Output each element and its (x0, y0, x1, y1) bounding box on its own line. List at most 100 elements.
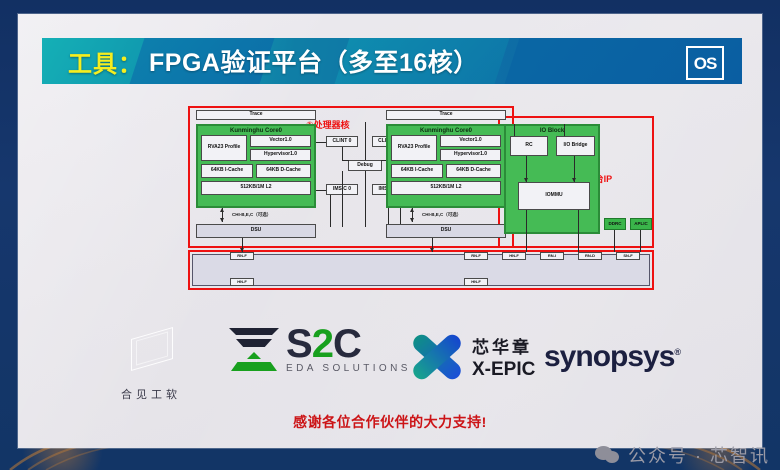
s2c-bar-3 (247, 352, 261, 359)
icache-right: 64KB I-Cache (391, 164, 443, 178)
clint-0: CLINT 0 (326, 136, 358, 147)
huajian-icon (120, 314, 182, 382)
logo-synopsys: synopsys® (544, 340, 681, 374)
dcache-right: 64KB D-Cache (446, 164, 501, 178)
wire-rc-iommu (526, 156, 527, 182)
synopsys-trademark: ® (674, 347, 681, 357)
xepic-wordmark: 芯华章 X-EPIC (472, 333, 535, 381)
chi-label-left: CHI-B,E,C（可选） (232, 212, 272, 217)
core-right-title: Kunminghu Core0 (420, 128, 472, 134)
wire-dsu-right-noc (432, 238, 433, 252)
wire-debug-down-left (342, 171, 343, 227)
dsu-right: DSU (386, 224, 506, 238)
core-left-title: Kunminghu Core0 (230, 128, 282, 134)
wire-ddrc-noc (614, 230, 615, 252)
s2c-bar-4 (231, 362, 277, 371)
annotation-processor-cores: ①处理器核 (306, 120, 350, 130)
xepic-name-cn: 芯华章 (472, 338, 532, 357)
presentation-slide: 工具： FPGA验证平台（多至16核） OS BOSC ①处理器核 ③平台IP … (18, 14, 762, 448)
bosc-logo-mark: OS (686, 46, 724, 80)
huajian-label: 合见工软 (121, 389, 181, 401)
dcache-left: 64KB D-Cache (256, 164, 311, 178)
noc-node-rn-f-left: RN-F (230, 252, 254, 260)
connector-l2-dsu-right (412, 208, 413, 222)
wire-imsic0-down (330, 195, 331, 227)
arrow-bridge-iommu (572, 178, 576, 182)
wire-clint0-debug (342, 147, 343, 160)
wire-core-clint0 (316, 142, 326, 143)
dsu-left: DSU (196, 224, 316, 238)
noc-node-rn-i-r3: RN-I (540, 252, 564, 260)
watermark-text: 公众号 · 芯智讯 (628, 446, 770, 466)
wire-io-top-1 (514, 124, 515, 136)
arrow-up-l2-left (220, 208, 224, 212)
connector-l2-dsu-left (222, 208, 223, 222)
synopsys-name: synopsys® (544, 340, 681, 374)
watermark: 公众号 · 芯智讯 (595, 442, 770, 468)
s2c-letter-s: S (286, 322, 313, 366)
logo-huajian: 合见工软 (120, 314, 182, 402)
group-outline-noc (188, 250, 654, 290)
arrow-dsu-left-noc (240, 248, 244, 252)
s2c-icon (226, 322, 282, 378)
io-block-title: IO Block (539, 128, 565, 134)
aplic-block: APLIC (630, 218, 652, 230)
partner-logos: 合见工软 S2C EDA SOLUTIONS (18, 312, 762, 402)
chi-label-right: CHI-B,E,C（可选） (422, 212, 462, 217)
noc-node-hn-f-bottom-right: HN-F (464, 278, 488, 286)
wire-core-imsic0 (316, 190, 326, 191)
logo-xepic: 芯华章 X-EPIC (409, 330, 535, 384)
wire-clint0-debug-h (342, 160, 349, 161)
vector-right: Vector1.0 (440, 135, 501, 147)
wire-dsu-left-noc (242, 238, 243, 252)
thanks-message: 感谢各位合作伙伴的大力支持! (293, 414, 487, 430)
l2-left: 512KB/1M L2 (201, 181, 311, 195)
ddrc-block: DDRC (604, 218, 626, 230)
wire-debug-down-mid (365, 171, 366, 227)
arrow-down-dsu-left (220, 218, 224, 222)
trace-block-right: Trace (386, 110, 506, 120)
logo-s2c: S2C EDA SOLUTIONS (226, 322, 411, 378)
noc-node-rn-f-r1: RN-F (464, 252, 488, 260)
page-title: FPGA验证平台（多至16核） (149, 49, 479, 77)
s2c-letter-2: 2 (311, 322, 334, 366)
hypervisor-right: Hypervisor1.0 (440, 149, 501, 161)
arrow-dsu-right-noc (430, 248, 434, 252)
xepic-icon (409, 330, 465, 384)
s2c-bar-1 (229, 328, 279, 335)
wire-iommu-noc-1 (526, 210, 527, 252)
noc-node-sn-f-r5: SN-F (616, 252, 640, 260)
bosc-logo: OS BOSC (686, 46, 724, 84)
wire-clintn-debug-h (381, 160, 389, 161)
wire-bridge-iommu (574, 156, 575, 182)
debug-block: Debug (348, 160, 382, 171)
wire-imsicn-down (400, 195, 401, 227)
s2c-bar-2 (236, 339, 272, 347)
io-rc: RC (510, 136, 548, 156)
s2c-name: S2C (286, 324, 411, 364)
hypervisor-left: Hypervisor1.0 (250, 149, 311, 161)
wechat-icon (595, 445, 621, 465)
icache-left: 64KB I-Cache (201, 164, 253, 178)
architecture-diagram: ①处理器核 ③平台IP ②片上网络 WenYuHe（NoC） Trace Kun… (174, 100, 674, 290)
io-bridge: I/O Bridge (556, 136, 595, 156)
noc-bar (192, 254, 650, 286)
xepic-name-en: X-EPIC (472, 359, 536, 380)
s2c-letter-c: C (332, 322, 362, 366)
io-iommu: IOMMU (518, 182, 590, 210)
l2-right: 512KB/1M L2 (391, 181, 501, 195)
wire-io-top-2 (564, 124, 565, 136)
s2c-tagline: EDA SOLUTIONS (286, 363, 411, 374)
rva23-profile-left: RVA23 Profile (201, 135, 247, 161)
noc-node-hn-f-r2: HN-F (502, 252, 526, 260)
wechat-bubble-small (605, 450, 619, 463)
trace-block-left: Trace (196, 110, 316, 120)
arrow-down-dsu-right (410, 218, 414, 222)
vector-left: Vector1.0 (250, 135, 311, 147)
arrow-up-l2-right (410, 208, 414, 212)
noc-node-hn-f-left: HN-F (230, 278, 254, 286)
wire-debug-up (365, 122, 366, 160)
noc-node-rn-d-r4: RN-D (578, 252, 602, 260)
rva23-profile-right: RVA23 Profile (391, 135, 437, 161)
